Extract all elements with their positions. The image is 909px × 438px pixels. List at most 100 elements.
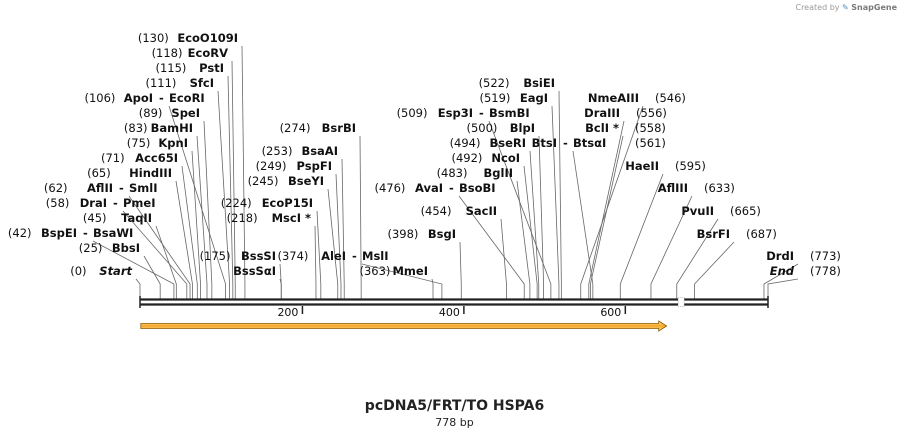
site-name-acc65i[interactable]: Acc65I <box>135 151 178 165</box>
site-name-sfci[interactable]: SfcI <box>190 76 214 90</box>
site-name-bsiei[interactable]: BsiEI <box>523 76 555 90</box>
sequence-length: 778 bp <box>435 416 474 429</box>
site-position-esp3i: (509) <box>397 106 428 120</box>
site-name-bcli[interactable]: BclI * <box>585 121 619 135</box>
leader-line-haeii <box>619 173 664 300</box>
site-name-drai[interactable]: DraI <box>80 196 107 210</box>
site-name-msci[interactable]: MscI * <box>272 211 311 225</box>
site-position-ecorv: (118) <box>152 46 183 60</box>
site-separator: - <box>113 196 118 210</box>
site-name-ecorv[interactable]: EcoRV <box>188 46 228 60</box>
site-name-btsi[interactable]: BtsI <box>532 136 557 150</box>
site-name-aflii[interactable]: AflII <box>87 181 113 195</box>
site-position-acc65i: (71) <box>101 151 125 165</box>
site-position-pspfi: (249) <box>256 159 287 173</box>
site-position-afliii: (633) <box>704 181 735 195</box>
site-position-hindiii: (65) <box>87 166 111 180</box>
site-name-pmei[interactable]: PmeI <box>123 196 156 210</box>
site-name-psti[interactable]: PstI <box>199 61 224 75</box>
leader-line-mmei <box>431 278 434 300</box>
site-position-sfci: (111) <box>145 76 176 90</box>
site-name-bsgi[interactable]: BsgI <box>428 227 456 241</box>
site-position-msci: (218) <box>227 211 258 225</box>
site-position-start: (0) <box>70 264 86 278</box>
tick-label-600: 600 <box>600 306 621 319</box>
site-name-bseri[interactable]: BseRI <box>489 136 526 150</box>
site-name-mmei[interactable]: MmeI <box>392 264 428 278</box>
leader-line-pvuii <box>676 218 719 300</box>
site-position-bsgi: (398) <box>387 227 418 241</box>
site-name-bsobi[interactable]: BsoBI <box>459 181 496 195</box>
site-name-bsrfi[interactable]: BsrFI <box>697 227 730 241</box>
site-name-nmeaiii[interactable]: NmeAIII <box>588 91 639 105</box>
site-name-eagi[interactable]: EagI <box>520 91 548 105</box>
site-position-bsiei: (522) <box>479 76 510 90</box>
site-name-pspfi[interactable]: PspFI <box>297 159 332 173</box>
site-name-bbsi[interactable]: BbsI <box>112 241 140 255</box>
site-name-bspei[interactable]: BspEI <box>41 226 77 240</box>
site-name-bamhi[interactable]: BamHI <box>151 121 193 135</box>
site-name-sacii[interactable]: SacII <box>466 204 497 218</box>
site-name-bsssi[interactable]: BssSI <box>241 249 276 263</box>
site-name-end[interactable]: End <box>770 264 795 278</box>
site-position-nmeaiii: (546) <box>655 91 686 105</box>
site-name-ecop15i[interactable]: EcoP15I <box>262 196 313 210</box>
site-name-bsawi[interactable]: BsaWI <box>93 226 133 240</box>
leader-line-ncoi <box>523 165 538 300</box>
leader-line-bcli <box>590 135 624 300</box>
site-name-bsmbi[interactable]: BsmBI <box>489 106 530 120</box>
snapgene-credit: Created by ✎ SnapGene <box>795 3 897 12</box>
site-name-haeii[interactable]: HaeII <box>625 159 659 173</box>
site-position-bamhi: (83) <box>124 121 148 135</box>
site-name-taqii[interactable]: TaqII <box>121 211 152 225</box>
site-separator: - <box>449 181 454 195</box>
leader-line-psti <box>227 75 234 300</box>
site-name-alei[interactable]: AleI <box>321 249 346 263</box>
site-name-apoi[interactable]: ApoI <box>124 91 153 105</box>
site-name-esp3i[interactable]: Esp3I <box>438 106 473 120</box>
site-position-bseri: (494) <box>450 136 481 150</box>
sequence-backbone <box>139 296 769 308</box>
leader-line-sfci <box>217 90 230 300</box>
site-position-ecoo109i: (130) <box>138 31 169 45</box>
leader-line-bsrbi <box>359 135 362 300</box>
site-name-afliii[interactable]: AflIII <box>658 181 688 195</box>
site-name-pvuii[interactable]: PvuII <box>681 204 714 218</box>
site-name-bglii[interactable]: BglII <box>484 166 514 180</box>
site-name-avai[interactable]: AvaI <box>415 181 443 195</box>
site-name-bts-i[interactable]: BtsαI <box>573 136 606 150</box>
site-name-bseyi[interactable]: BseYI <box>288 174 324 188</box>
site-name-ncoi[interactable]: NcoI <box>491 151 520 165</box>
site-position-bsrbi: (274) <box>280 121 311 135</box>
site-name-spei[interactable]: SpeI <box>171 106 200 120</box>
credit-brand: SnapGene <box>851 3 897 12</box>
leader-line-sacii <box>500 218 507 300</box>
site-position-psti: (115) <box>155 61 186 75</box>
site-name-start[interactable]: Start <box>99 264 132 278</box>
site-labels: Start(0)BbsI(25)BspEI-BsaWI(42)TaqII(45)… <box>8 31 841 278</box>
site-name-smli[interactable]: SmlI <box>129 181 158 195</box>
site-name-bsss-i[interactable]: BssSαI <box>233 264 276 278</box>
feature-arrow-shape[interactable] <box>140 320 668 332</box>
snapgene-logo-icon: ✎ <box>842 3 849 12</box>
tick-label-400: 400 <box>439 306 460 319</box>
site-name-drdi[interactable]: DrdI <box>766 249 794 263</box>
site-position-aflii: (62) <box>44 181 68 195</box>
site-name-draiii[interactable]: DraIII <box>584 106 620 120</box>
site-name-msli[interactable]: MslI <box>362 249 389 263</box>
site-name-hindiii[interactable]: HindIII <box>129 166 172 180</box>
site-position-end: (778) <box>810 264 841 278</box>
site-name-blpi[interactable]: BlpI <box>510 121 535 135</box>
site-name-ecoo109i[interactable]: EcoO109I <box>177 31 238 45</box>
leader-line-ecorv <box>231 60 236 300</box>
site-name-kpni[interactable]: KpnI <box>158 136 188 150</box>
leader-line-drdi <box>763 263 799 300</box>
site-name-ecori[interactable]: EcoRI <box>169 91 205 105</box>
leader-line-esp3i <box>488 120 552 300</box>
leader-line-bamhi <box>196 135 208 300</box>
site-name-bsrbi[interactable]: BsrBI <box>322 121 356 135</box>
site-position-ncoi: (492) <box>451 151 482 165</box>
site-position-ecop15i: (224) <box>221 196 252 210</box>
site-position-kpni: (75) <box>127 136 151 150</box>
site-name-bsaai[interactable]: BsaAI <box>301 144 338 158</box>
